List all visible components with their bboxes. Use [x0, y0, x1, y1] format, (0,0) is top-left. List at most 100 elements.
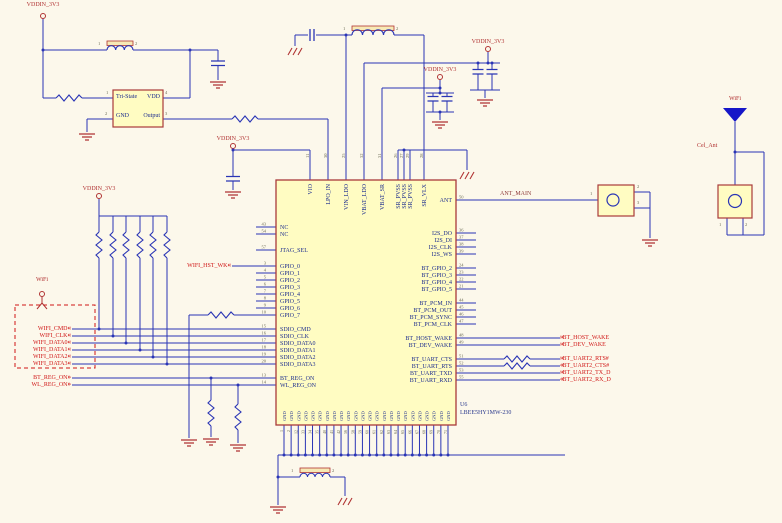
pin-number: 13: [262, 373, 267, 378]
wifi-antenna-icon[interactable]: [723, 108, 747, 122]
port-0[interactable]: WIFI_CMD«: [10, 323, 71, 332]
ground-symbol: [270, 506, 286, 514]
pin-name: BT_UART_CTS: [411, 357, 452, 363]
tristate-vdd-block[interactable]: [112, 89, 164, 128]
port-right-3[interactable]: «BT_UART2_CTS#: [560, 361, 660, 369]
port-arrow-icon: «: [67, 323, 71, 332]
cel-ant-connector[interactable]: [717, 184, 753, 219]
pin-name: BT_PCM_CLK: [414, 322, 453, 328]
inductor-symbol[interactable]: [299, 472, 331, 478]
pin-name: I2S_CLK: [429, 245, 453, 251]
capacitor-symbol[interactable]: [486, 68, 498, 75]
pin-number: 49: [459, 340, 464, 345]
inductor-symbol[interactable]: [106, 45, 134, 51]
pin-number: 65: [400, 430, 405, 434]
inductor-symbol[interactable]: [351, 29, 395, 36]
ground-symbol: [210, 81, 226, 89]
chassis-ground-symbol: [337, 497, 353, 506]
pin-number: 10: [262, 310, 267, 315]
resistor-symbol[interactable]: [122, 231, 130, 259]
inductor-pin-number: 1: [98, 41, 101, 46]
resistor-symbol[interactable]: [207, 399, 215, 427]
ferrite-bead-outline[interactable]: [299, 467, 331, 473]
coax-symbol-icon: [727, 193, 743, 209]
junction-dot: [138, 348, 142, 352]
tristate-pin-number: 4: [165, 90, 168, 95]
ground-symbol: [79, 133, 95, 141]
pin-name: GND: [332, 411, 337, 421]
resistor-symbol[interactable]: [163, 231, 171, 259]
port-1[interactable]: WIFI_CLK«: [10, 331, 71, 339]
resistor-symbol[interactable]: [503, 355, 531, 363]
resistor-symbol[interactable]: [207, 311, 235, 319]
ferrite-bead-outline[interactable]: [106, 40, 134, 46]
junction-dot: [438, 110, 442, 114]
ferrite-bead-outline[interactable]: [351, 25, 395, 31]
capacitor-symbol[interactable]: [309, 29, 315, 41]
pin-name: BT_GPIO_2: [421, 266, 452, 272]
pin-number: 51: [459, 354, 464, 359]
resistor-symbol[interactable]: [234, 403, 242, 431]
junction-dot: [389, 453, 393, 457]
pin-name: GND: [382, 411, 387, 421]
port-right-4[interactable]: »BT_UART2_TX_D: [560, 368, 660, 376]
port-right-5[interactable]: «BT_UART2_RX_D: [560, 375, 660, 383]
port-right-0[interactable]: »BT_HOST_WAKE: [560, 333, 660, 341]
resistor-symbol[interactable]: [136, 231, 144, 259]
resistor-symbol[interactable]: [149, 231, 157, 259]
power-flag-icon: [96, 193, 102, 199]
resistor-symbol[interactable]: [231, 115, 259, 123]
junction-dot: [231, 148, 235, 152]
pin-number: 24: [459, 263, 464, 268]
port-label: BT_UART2_RX_D: [562, 376, 611, 383]
ground-symbol: [477, 99, 493, 107]
capacitor-symbol[interactable]: [226, 175, 240, 182]
port-6[interactable]: BT_REG_ON»: [10, 372, 71, 381]
pin-number: 39: [459, 249, 464, 254]
pin-number: 69: [429, 430, 434, 434]
port-4[interactable]: WIFI_DATA2«: [10, 351, 71, 360]
inductor-pin-number: 1: [291, 468, 294, 473]
pin-name: GND: [346, 411, 351, 421]
resistor-symbol[interactable]: [95, 231, 103, 259]
pin-number: 44: [459, 298, 464, 303]
port-7[interactable]: WL_REG_ON»: [10, 379, 71, 388]
junction-dot: [318, 453, 322, 457]
junction-dot: [353, 453, 357, 457]
capacitor-symbol[interactable]: [441, 95, 453, 102]
junction-dot: [296, 453, 300, 457]
port-arrow-icon: »: [67, 372, 71, 381]
resistor-symbol[interactable]: [55, 94, 83, 102]
pin-name: SDIO_CLK: [280, 334, 310, 340]
port-2[interactable]: WIFI_DATA0«: [10, 338, 71, 346]
port-5[interactable]: WIFI_DATA3«: [10, 359, 71, 367]
junction-dot: [236, 383, 240, 387]
connector-pin-number: 3: [637, 200, 640, 205]
inductor-pin-number: 2: [135, 41, 138, 46]
module-chip[interactable]: [275, 179, 457, 426]
port-3[interactable]: WIFI_DATA1«: [10, 345, 71, 353]
port-right-2[interactable]: »BT_UART2_RTS#: [560, 354, 660, 362]
pin-number: 68: [422, 430, 427, 434]
port-right-1[interactable]: »BT_DEV_WAKE: [560, 340, 660, 348]
capacitor-symbol[interactable]: [211, 60, 225, 67]
pin-name: SDIO_DATA2: [280, 355, 316, 361]
resistor-symbol[interactable]: [109, 231, 117, 259]
pin-name: GND: [282, 411, 287, 421]
pin-name: WL_REG_ON: [280, 383, 317, 389]
port-arrow-icon: «: [67, 351, 71, 360]
junction-dots: [41, 33, 737, 479]
pin-name: GND: [296, 411, 301, 421]
ant-main-connector[interactable]: [597, 184, 635, 217]
resistor-symbol[interactable]: [503, 362, 531, 370]
pin-name: BT_UART_RTS: [412, 364, 452, 370]
coax-symbol-icon: [606, 193, 620, 207]
capacitor-symbol[interactable]: [427, 95, 439, 102]
capacitor-symbol[interactable]: [472, 68, 484, 75]
pin-name: GND: [432, 411, 437, 421]
pin-name: BT_DEV_WAKE: [409, 343, 453, 349]
port-wifi-hst-wk[interactable]: WIFI_HST_WK«: [146, 261, 231, 269]
port-arrow-icon: »: [67, 379, 71, 388]
pin-name: GND: [417, 411, 422, 421]
